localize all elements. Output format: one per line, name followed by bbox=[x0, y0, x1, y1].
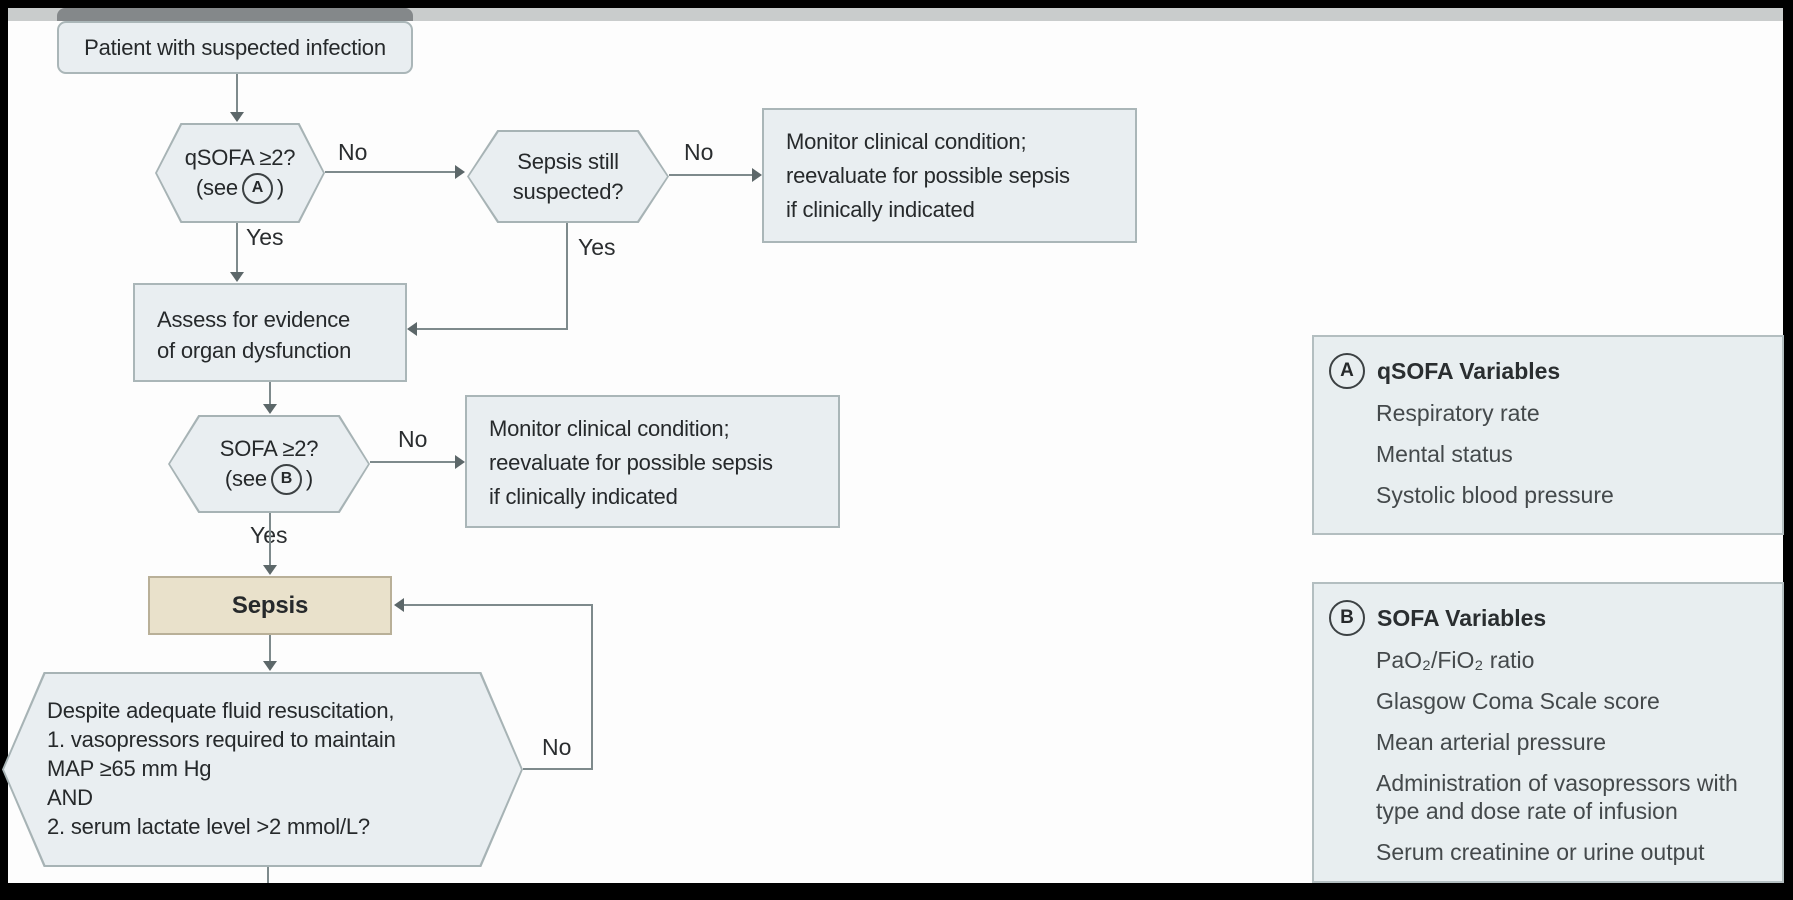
see-open-paren: (see bbox=[224, 466, 267, 491]
arrowhead-down bbox=[230, 112, 244, 122]
qsofa-variables-panel: A qSOFA Variables Respiratory rate Menta… bbox=[1312, 335, 1784, 535]
connector-line bbox=[267, 867, 269, 883]
sepsis-node: Sepsis bbox=[148, 576, 392, 635]
arrowhead-right bbox=[455, 455, 465, 469]
sepsis-still-suspected-node: Sepsis still suspected? bbox=[467, 130, 669, 223]
connector-line bbox=[523, 768, 593, 770]
connector-line bbox=[669, 174, 754, 176]
qsofa-decision-node: qSOFA ≥2? (see A ) bbox=[155, 123, 325, 223]
top-dark-band-segment bbox=[57, 8, 413, 21]
arrowhead-down bbox=[230, 272, 244, 282]
assess-line2: of organ dysfunction bbox=[157, 338, 352, 363]
monitor2-line3: if clinically indicated bbox=[489, 484, 678, 509]
edge-label-yes: Yes bbox=[250, 522, 288, 549]
edge-label-no: No bbox=[542, 734, 572, 760]
connector-line bbox=[591, 604, 593, 770]
monitor1-line3: if clinically indicated bbox=[786, 197, 975, 222]
panel-b-item: Serum creatinine or urine output bbox=[1376, 839, 1705, 865]
connector-line bbox=[325, 171, 457, 173]
patient-node: Patient with suspected infection bbox=[57, 21, 413, 74]
qsofa-question: qSOFA ≥2? bbox=[184, 144, 296, 170]
circled-a-ref-icon: A bbox=[241, 172, 273, 204]
panel-a-item: Mental status bbox=[1376, 441, 1513, 467]
panel-a-item: Respiratory rate bbox=[1376, 400, 1540, 426]
criteria-line3: MAP ≥65 mm Hg bbox=[47, 756, 212, 781]
circled-b-ref-icon: B bbox=[270, 463, 302, 495]
edge-label-no: No bbox=[684, 139, 714, 165]
hexagon-fill bbox=[4, 674, 521, 865]
monitor2-line2: reevaluate for possible sepsis bbox=[489, 450, 773, 475]
circled-a-panel-icon: A bbox=[1329, 353, 1365, 389]
panel-b-item: Mean arterial pressure bbox=[1376, 729, 1607, 755]
see-close-paren: ) bbox=[276, 175, 285, 200]
hexagon-fill bbox=[157, 125, 323, 221]
arrowhead-left bbox=[407, 322, 417, 336]
criteria-line4: AND bbox=[47, 785, 93, 810]
connector-line bbox=[415, 328, 568, 330]
arrowhead-down bbox=[263, 661, 277, 671]
criteria-line2: 1. vasopressors required to maintain bbox=[47, 727, 396, 752]
sepsis-still-line1: Sepsis still bbox=[517, 148, 619, 174]
see-open-paren: (see bbox=[195, 175, 238, 200]
monitor1-line2: reevaluate for possible sepsis bbox=[786, 163, 1070, 188]
connector-line bbox=[269, 382, 271, 406]
arrowhead-down bbox=[263, 565, 277, 575]
arrowhead-left bbox=[394, 598, 404, 612]
hexagon-fill bbox=[469, 132, 667, 221]
connector-line bbox=[236, 74, 238, 112]
sofa-decision-node: SOFA ≥2? (see B ) bbox=[168, 415, 370, 513]
panel-a-item: Systolic blood pressure bbox=[1376, 482, 1614, 508]
edge-label-no: No bbox=[338, 139, 368, 165]
monitor2-line1: Monitor clinical condition; bbox=[489, 416, 730, 441]
patient-node-label: Patient with suspected infection bbox=[84, 34, 386, 60]
circled-b-panel-icon: B bbox=[1329, 600, 1365, 636]
sofa-variables-panel: B SOFA Variables PaO₂/FiO₂ ratio Glasgow… bbox=[1312, 582, 1784, 883]
assess-organ-dysfunction-node: Assess for evidence of organ dysfunction bbox=[133, 283, 407, 382]
edge-label-yes: Yes bbox=[246, 224, 284, 250]
sepsis-still-line2: suspected? bbox=[512, 178, 624, 204]
arrowhead-right bbox=[752, 168, 762, 182]
connector-line bbox=[269, 635, 271, 663]
connector-line bbox=[269, 513, 271, 566]
sepsis-label: Sepsis bbox=[231, 591, 309, 619]
panel-b-title: SOFA Variables bbox=[1377, 604, 1547, 631]
see-close-paren: ) bbox=[305, 466, 314, 491]
connector-line bbox=[236, 223, 238, 274]
monitor-condition-node-2: Monitor clinical condition; reevaluate f… bbox=[465, 395, 840, 528]
assess-line1: Assess for evidence bbox=[157, 307, 351, 332]
panel-b-item: Administration of vasopressors with type… bbox=[1376, 770, 1738, 824]
top-gray-band bbox=[8, 8, 1783, 21]
criteria-line1: Despite adequate fluid resuscitation, bbox=[47, 698, 395, 723]
septic-shock-criteria-node: Despite adequate fluid resuscitation, 1.… bbox=[2, 672, 523, 867]
hexagon-fill bbox=[170, 417, 368, 511]
edge-label-no: No bbox=[398, 426, 428, 452]
sofa-question: SOFA ≥2? bbox=[219, 435, 319, 461]
connector-line bbox=[566, 223, 568, 330]
monitor-condition-node-1: Monitor clinical condition; reevaluate f… bbox=[762, 108, 1137, 243]
monitor1-line1: Monitor clinical condition; bbox=[786, 129, 1027, 154]
connector-line bbox=[404, 604, 593, 606]
edge-label-yes: Yes bbox=[578, 234, 616, 260]
panel-b-item: PaO₂/FiO₂ ratio bbox=[1376, 647, 1535, 673]
criteria-line5: 2. serum lactate level >2 mmol/L? bbox=[47, 814, 370, 839]
connector-line bbox=[370, 461, 457, 463]
panel-a-title: qSOFA Variables bbox=[1377, 357, 1561, 384]
panel-b-item: Glasgow Coma Scale score bbox=[1376, 688, 1660, 714]
arrowhead-right bbox=[455, 165, 465, 179]
arrowhead-down bbox=[263, 404, 277, 414]
